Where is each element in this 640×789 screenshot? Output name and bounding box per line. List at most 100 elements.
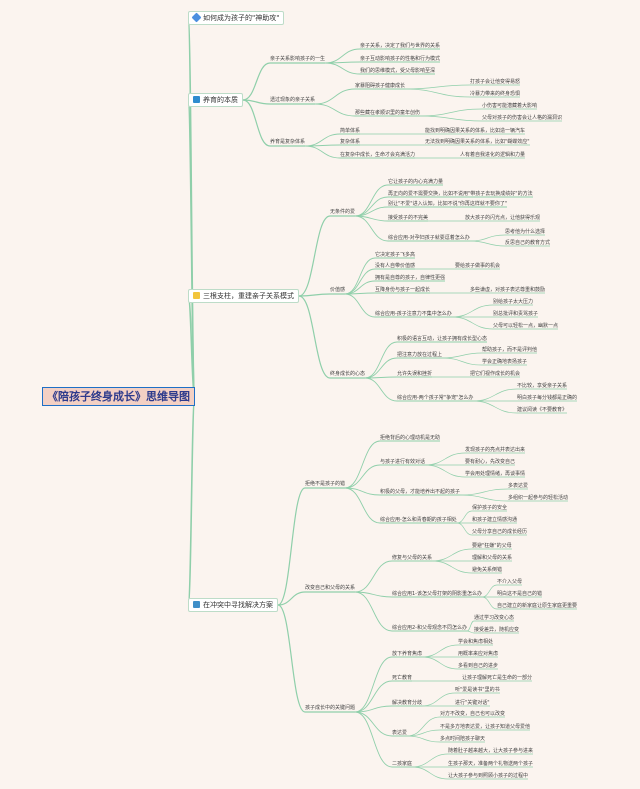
subtopic-2-2-2: 那些藏在孝顺识里的童年创伤: [355, 110, 420, 117]
detail-4-3-5-1: 随着肚子越来越大，让大孩子参与进来: [448, 748, 533, 755]
detail-3-2-2-1-label: 要给孩子做事的机会: [455, 262, 501, 269]
detail-2-2-2-2: 父母对孩子的伤害会让人格的漏洞识: [482, 115, 562, 122]
root-title: 《陪孩子终身成长》思维导图: [42, 386, 195, 406]
detail-4-3-3-2-label: 进行"关键对话": [455, 699, 490, 706]
subtopic-4-1-1: 拒绝背后的心理动机是无助: [380, 435, 440, 442]
detail-2-3-1-1: 能找到明确因果关系的体系，比如造一辆汽车: [425, 128, 525, 135]
subtopic-4-2-3-label: 综合应用2-和父母观念不同怎么办: [392, 624, 467, 631]
detail-4-1-3-1-label: 多表达爱: [508, 482, 529, 489]
subtopic-3-2-3-label: 拥有是自尊的孩子，自律性更强: [375, 274, 446, 281]
subtopic-3-1-5: 综合应用-对孕妇孩子就耍逗着怎么办: [388, 235, 470, 242]
detail-3-2-5-2-label: 别总批评和责骂孩子: [493, 310, 539, 317]
root-title-label: 《陪孩子终身成长》思维导图: [47, 389, 190, 403]
branch-connector: [298, 293, 345, 297]
topic-4-3: 孩子成长中的关键问题: [305, 705, 355, 712]
subtopic-3-1-2: 再正向的爱不需要交换，比如不说用"带孩子去玩换成绩好"的方法: [388, 191, 533, 198]
detail-4-3-2-1: 让孩子理解死亡是生命的一部分: [462, 675, 532, 682]
branch-connector: [459, 488, 528, 496]
branch-connector: [364, 341, 487, 379]
branch-connector: [354, 206, 507, 217]
branch-connector: [469, 240, 550, 247]
detail-2-2-2-2-label: 父母对孩子的伤害会让人格的漏洞识: [482, 114, 563, 121]
subtopic-3-1-4-label: 接受孩子的不完美: [388, 214, 429, 221]
branch-connector: [242, 99, 315, 105]
topic-2-1-label: 亲子关系影响孩子的一生: [270, 55, 326, 62]
detail-4-2-1-3: 避免关系倒错: [472, 567, 502, 574]
subtopic-3-3-3-label: 允许失误和挫折: [397, 370, 433, 377]
detail-4-1-2-2-label: 要有耐心，先改变自己: [465, 458, 516, 465]
detail-4-3-4-1: 对方不改变，自己也可以改变: [440, 711, 505, 718]
topic-3-2: 价值感: [330, 287, 345, 294]
branch-3-label: 三根支柱，重建亲子关系模式: [203, 292, 294, 300]
topic-3-2-label: 价值感: [330, 286, 346, 293]
branch-connector: [344, 268, 415, 295]
detail-4-2-3-2: 接受差异，随机应变: [474, 627, 519, 634]
detail-4-1-2-3: 学会用处理情绪，再谈事情: [465, 471, 525, 478]
detail-4-2-3-1: 通过学习改变心态: [474, 615, 514, 622]
branch-connector: [242, 99, 305, 147]
detail-3-2-5-3: 父母可以轻松一点，幽默一点: [493, 323, 558, 330]
branch-connector: [344, 464, 425, 489]
detail-4-1-3-2: 多组织一起参与的轻松活动: [508, 495, 568, 502]
subtopic-2-3-2: 复杂体系: [340, 139, 360, 146]
detail-4-2-2-1-label: 不介入父母: [497, 578, 523, 585]
branch-2-label: 养育的本质: [203, 96, 238, 104]
detail-3-3-4-2: 明白孩子每分钱都是正确的: [517, 395, 577, 402]
branch-connector: [411, 753, 533, 768]
branch-connector: [406, 729, 530, 737]
branch-connector: [354, 711, 412, 768]
detail-2-3-2-1: 无法找到明确因果关系的体系，比如"蝴蝶效应": [425, 139, 530, 146]
detail-4-1-4-2: 和孩子建立情感沟通: [472, 517, 517, 524]
topic-4-2: 改变自己和父母的关系: [305, 585, 355, 592]
detail-4-1-4-1: 保护孩子的安全: [472, 505, 507, 512]
branch-4: 在冲突中寻找解决方案: [188, 598, 278, 612]
topic-4-1: 拒绝不是孩子的错: [305, 481, 345, 488]
detail-4-3-1-2: 用概率来应对焦虑: [458, 651, 498, 658]
detail-4-1-2-1: 发现孩子的亮点并表达出来: [465, 447, 525, 454]
detail-2-2-1-1-label: 打孩子会让他变得易怒: [470, 78, 521, 85]
subtopic-4-1-1-label: 拒绝背后的心理动机是无助: [380, 434, 441, 441]
subtopic-4-1-2: 与孩子进行有效对话: [380, 459, 425, 466]
branch-connector: [277, 591, 355, 606]
branch-connector: [459, 494, 568, 502]
subtopic-4-2-1-label: 修复与父母的关系: [392, 554, 433, 561]
branch-connector: [298, 295, 365, 379]
detail-3-3-2-2-label: 学会正确地表扬孩子: [482, 358, 528, 365]
subtopic-2-3-1-label: 简单体系: [340, 127, 361, 134]
subtopic-3-1-1: 它让孩子的内心充满力量: [388, 179, 443, 186]
subtopic-3-3-1-label: 积极的语言互动，让孩子拥有成长型心态: [397, 335, 488, 342]
topic-4-3-label: 孩子成长中的关键问题: [305, 704, 356, 711]
branch-connector: [431, 548, 512, 562]
detail-4-1-4-3: 父母分享自己的成长经历: [472, 529, 527, 536]
detail-2-2-1-1: 打孩子会让他变得易怒: [470, 79, 520, 86]
detail-3-3-2-2: 学会正确地表扬孩子: [482, 359, 527, 366]
branch-connector: [344, 293, 452, 318]
detail-3-1-4-1-label: 放大孩子的闪光点，让他获得乐观: [465, 214, 541, 221]
detail-4-3-4-1-label: 对方不改变，自己也可以改变: [440, 710, 506, 717]
branch-1: 如何成为孩子的"神助攻": [188, 11, 285, 25]
subtopic-4-2-2-label: 综合应用1-该怎父母打架的阴影重怎么办: [392, 590, 482, 597]
subtopic-2-2-2-label: 那些藏在孝顺识里的童年创伤: [355, 109, 421, 116]
subtopic-2-2-1: 家暴阻碍孩子健康成长: [355, 83, 405, 90]
detail-4-2-1-1: 要避"狂嫌"的父母: [472, 543, 512, 550]
subtopic-3-2-4: 互降身份与孩子一起成长: [375, 287, 430, 294]
branch-connector: [344, 487, 457, 524]
subtopic-3-2-5-label: 综合应用-孩子注意力不集中怎么办: [375, 310, 452, 317]
subtopic-2-1-3: 我们的思维模式，受父母影响至深: [360, 68, 435, 75]
subtopic-4-3-1-label: 放下养育焦虑: [392, 650, 423, 657]
rocket-icon: [191, 12, 202, 23]
subtopic-4-3-2-label: 死亡教育: [392, 674, 413, 681]
subtopic-4-1-3-label: 积极的父母，才能培养出不起的孩子: [380, 488, 461, 495]
detail-4-2-1-3-label: 避免关系倒错: [472, 566, 503, 573]
topic-2-2-label: 透过现象的亲子关系: [270, 96, 316, 103]
branch-connector: [421, 692, 500, 707]
branch-connector: [411, 766, 528, 780]
detail-3-2-5-3-label: 父母可以轻松一点，幽默一点: [493, 322, 559, 329]
subtopic-4-1-2-label: 与孩子进行有效对话: [380, 458, 426, 465]
detail-4-3-5-3: 让大孩子参与到照顾小孩子的过程中: [448, 773, 528, 780]
topic-2-3-label: 养育是复杂体系: [270, 138, 306, 145]
detail-4-3-5-2-label: 生孩子那天，准备两个礼物送两个孩子: [448, 760, 534, 767]
detail-4-3-5-1-label: 随着肚子越来越大，让大孩子参与进来: [448, 747, 534, 754]
branch-connector: [421, 644, 493, 658]
topic-2-2: 透过现象的亲子关系: [270, 97, 315, 104]
